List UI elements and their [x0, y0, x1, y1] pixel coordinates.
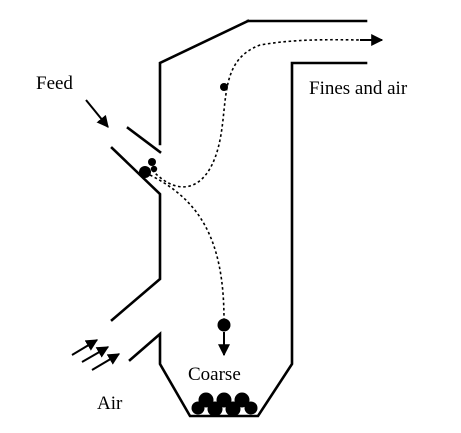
left-wall-top	[158, 19, 250, 146]
feed-label: Feed	[36, 73, 73, 94]
air-arrow-1	[71, 339, 99, 356]
feed-particle	[148, 158, 156, 166]
air-arrow-3	[91, 353, 121, 371]
fines-trajectory	[151, 38, 369, 188]
coarse-collected-particles	[191, 392, 258, 417]
air-arrow-2	[81, 346, 110, 363]
feed-chute-lower-wall	[110, 146, 162, 322]
feed-arrow	[85, 99, 109, 128]
air-label: Air	[97, 393, 123, 414]
right-wall	[128, 61, 368, 418]
coarse-trajectory	[149, 174, 225, 321]
feed-chute-upper-wall	[126, 126, 162, 154]
feed-particle	[150, 165, 158, 173]
fine-particle	[220, 83, 228, 91]
fines-label: Fines and air	[309, 78, 408, 99]
coarse-label: Coarse	[188, 364, 241, 385]
feed-particle	[139, 166, 151, 178]
coarse-particle	[217, 318, 231, 332]
